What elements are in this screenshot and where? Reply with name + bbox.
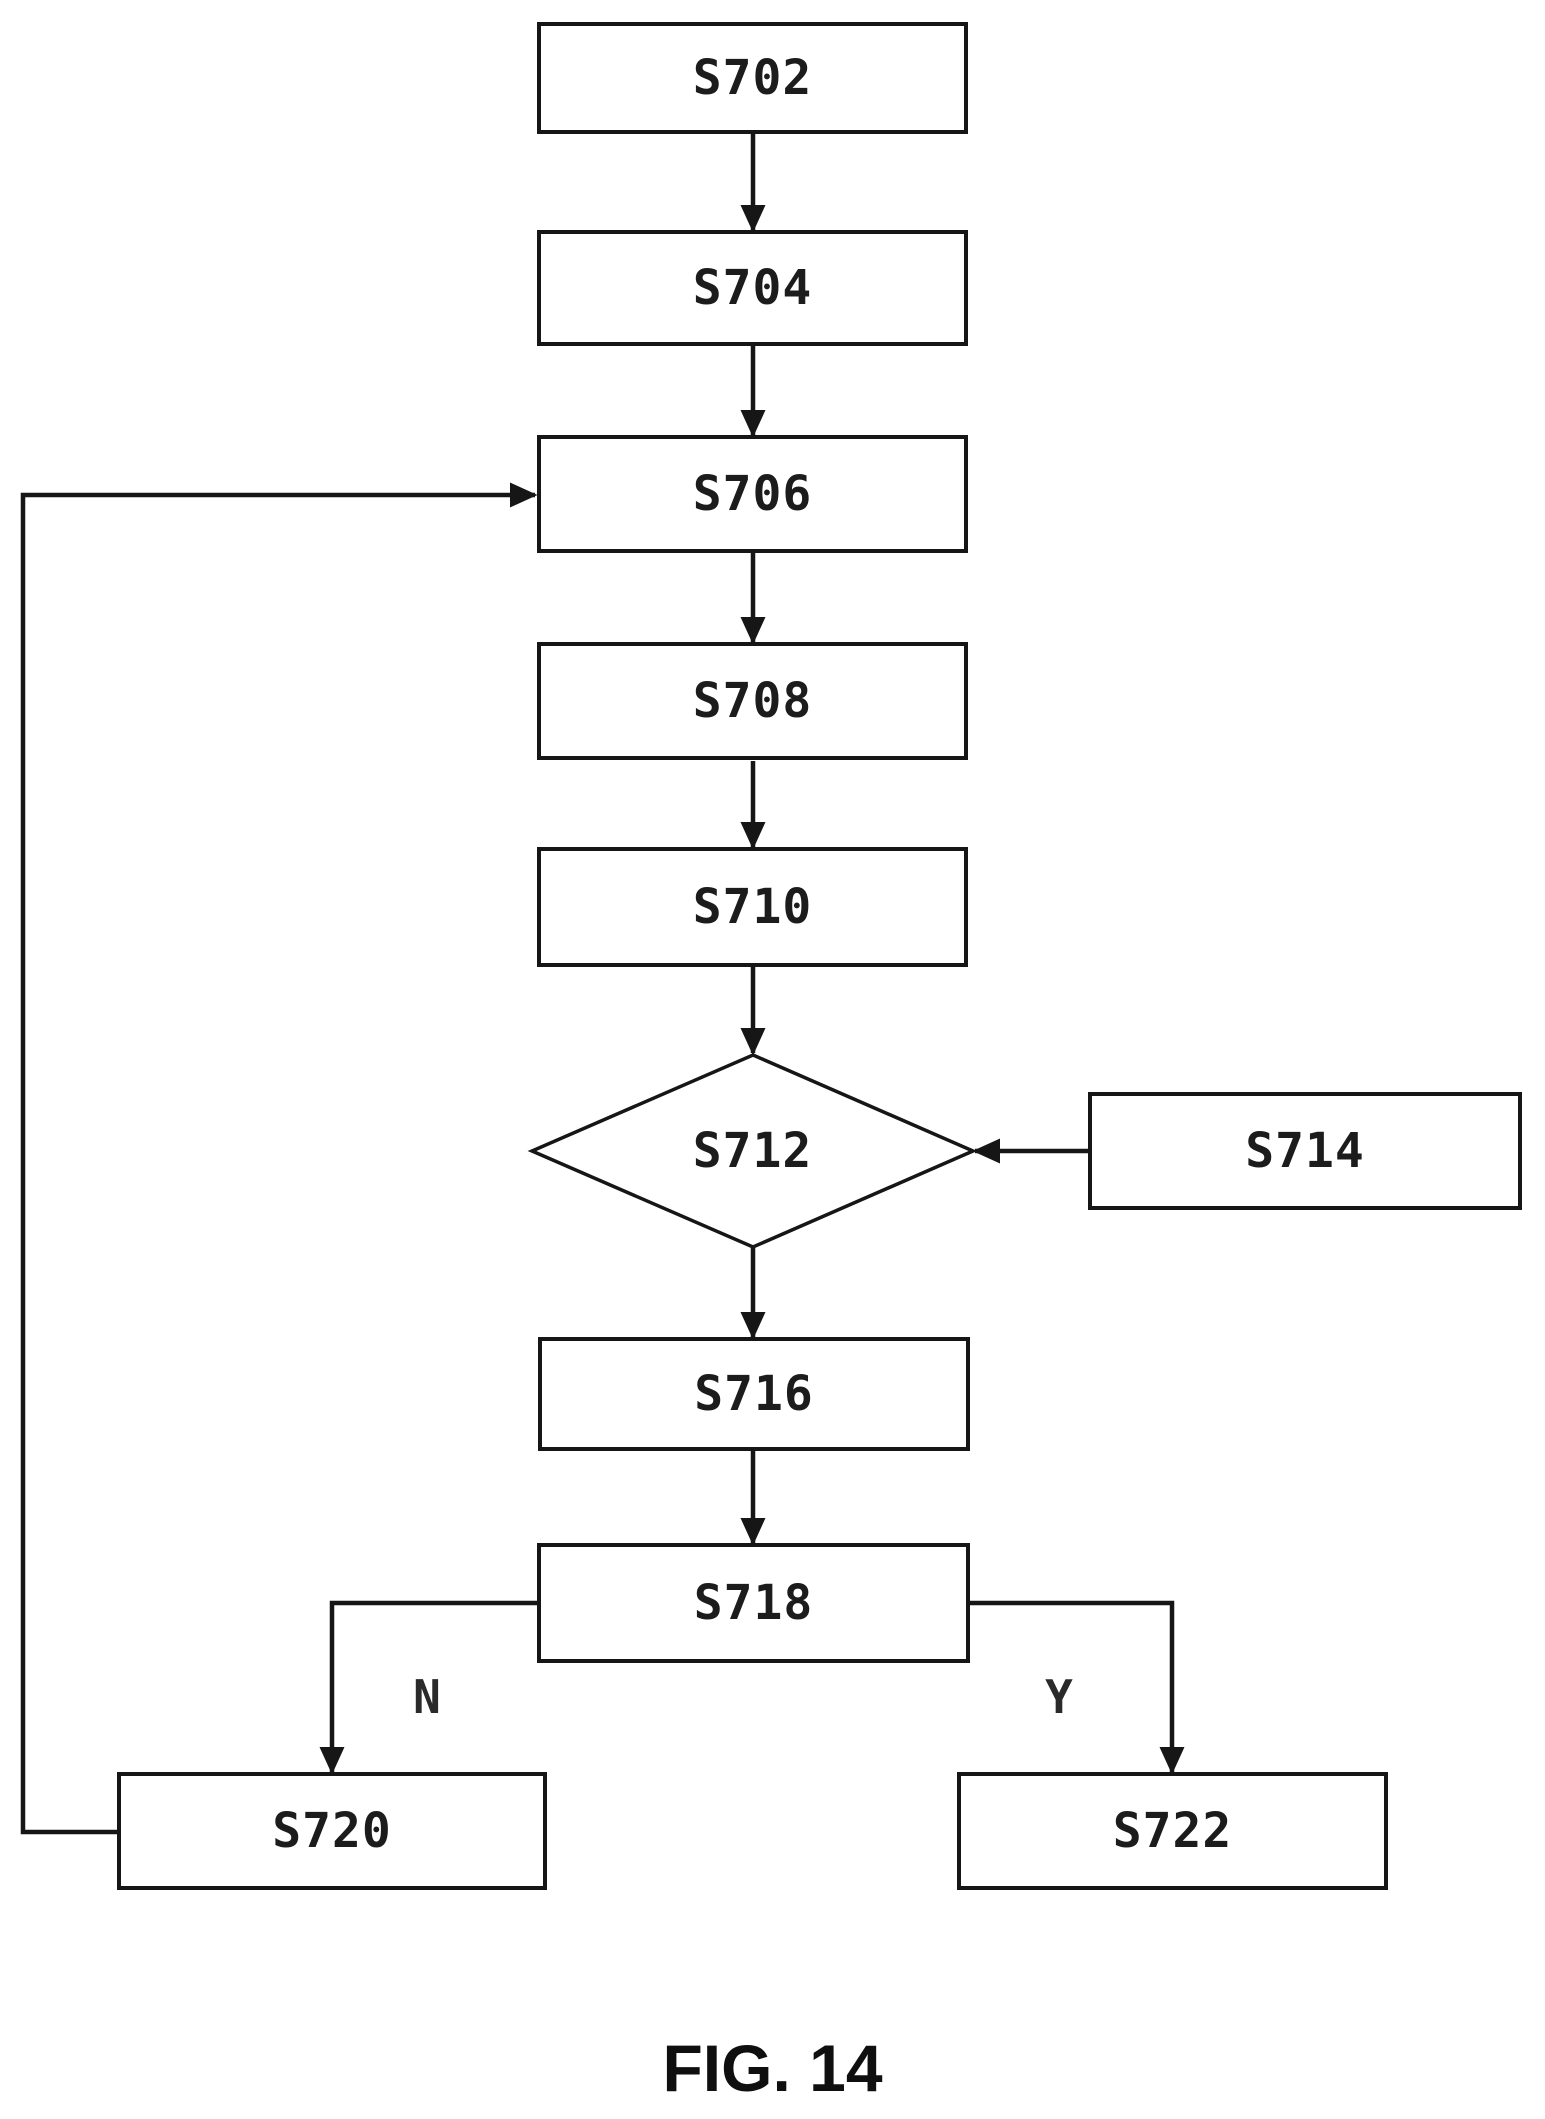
node-s722-label: S722 [1112,1803,1233,1859]
edge-s720-s706-loop [20,482,538,1835]
node-s708: S708 [537,642,968,760]
edge-s718-s720 [319,1600,537,1775]
node-s710: S710 [537,847,968,967]
figure-caption: FIG. 14 [662,2031,883,2105]
node-s706: S706 [537,435,968,553]
node-s710-label: S710 [692,879,813,935]
node-s718-label: S718 [693,1575,814,1631]
node-s718: S718 [537,1543,970,1663]
node-s704: S704 [537,230,968,346]
node-s714: S714 [1088,1092,1522,1210]
node-s702-label: S702 [692,50,813,106]
edge-s718-s722 [968,1600,1185,1775]
node-s706-label: S706 [692,466,813,522]
node-s720: S720 [117,1772,547,1890]
node-s716: S716 [538,1337,970,1451]
decision-diamond-s712 [527,1053,978,1249]
node-s704-label: S704 [692,260,813,316]
node-s720-label: S720 [272,1803,392,1859]
branch-label-no: N [413,1670,441,1724]
node-s712-label: S712 [692,1123,813,1179]
node-s716-label: S716 [694,1366,814,1422]
node-s702: S702 [537,22,968,134]
branch-label-yes: Y [1045,1670,1073,1724]
node-s722: S722 [957,1772,1388,1890]
node-s712: S712 [532,1055,973,1247]
node-s708-label: S708 [692,673,813,729]
node-s714-label: S714 [1245,1123,1365,1179]
